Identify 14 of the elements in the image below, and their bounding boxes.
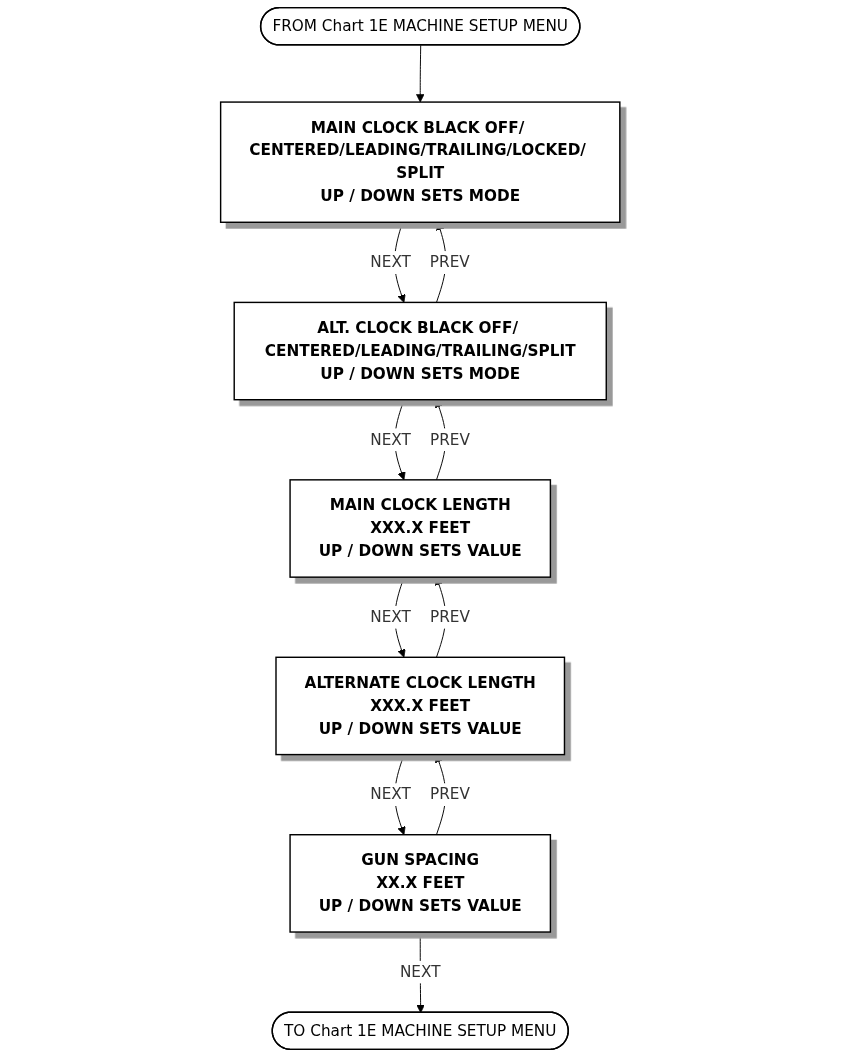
edge-label: PREV [430,785,471,804]
node-box: ALT. CLOCK BLACK OFF/ CENTERED/LEADING/TRAILING/SPLIT UP / DOWN SETS MODE [233,301,608,401]
edge-label: NEXT [370,785,412,804]
edge-label: PREV [430,253,471,272]
node-box: ALTERNATE CLOCK LENGTH XXX.X FEET UP / DOWN SETS VALUE [275,656,566,756]
edge-label: NEXT [400,962,441,981]
edge-label: NEXT [370,430,412,449]
node-box: MAIN CLOCK BLACK OFF/ CENTERED/LEADING/TRAILING/LOCKED/ SPLIT UP / DOWN SETS MODE [220,101,621,223]
edge-label: NEXT [370,253,412,272]
edge-label: PREV [430,607,471,626]
node-box: GUN SPACING XX.X FEET UP / DOWN SETS VALUE [289,834,552,933]
node-box: MAIN CLOCK LENGTH XXX.X FEET UP / DOWN SETS VALUE [289,479,552,578]
edge-label: NEXT [370,607,412,626]
edge-label: PREV [430,430,471,449]
